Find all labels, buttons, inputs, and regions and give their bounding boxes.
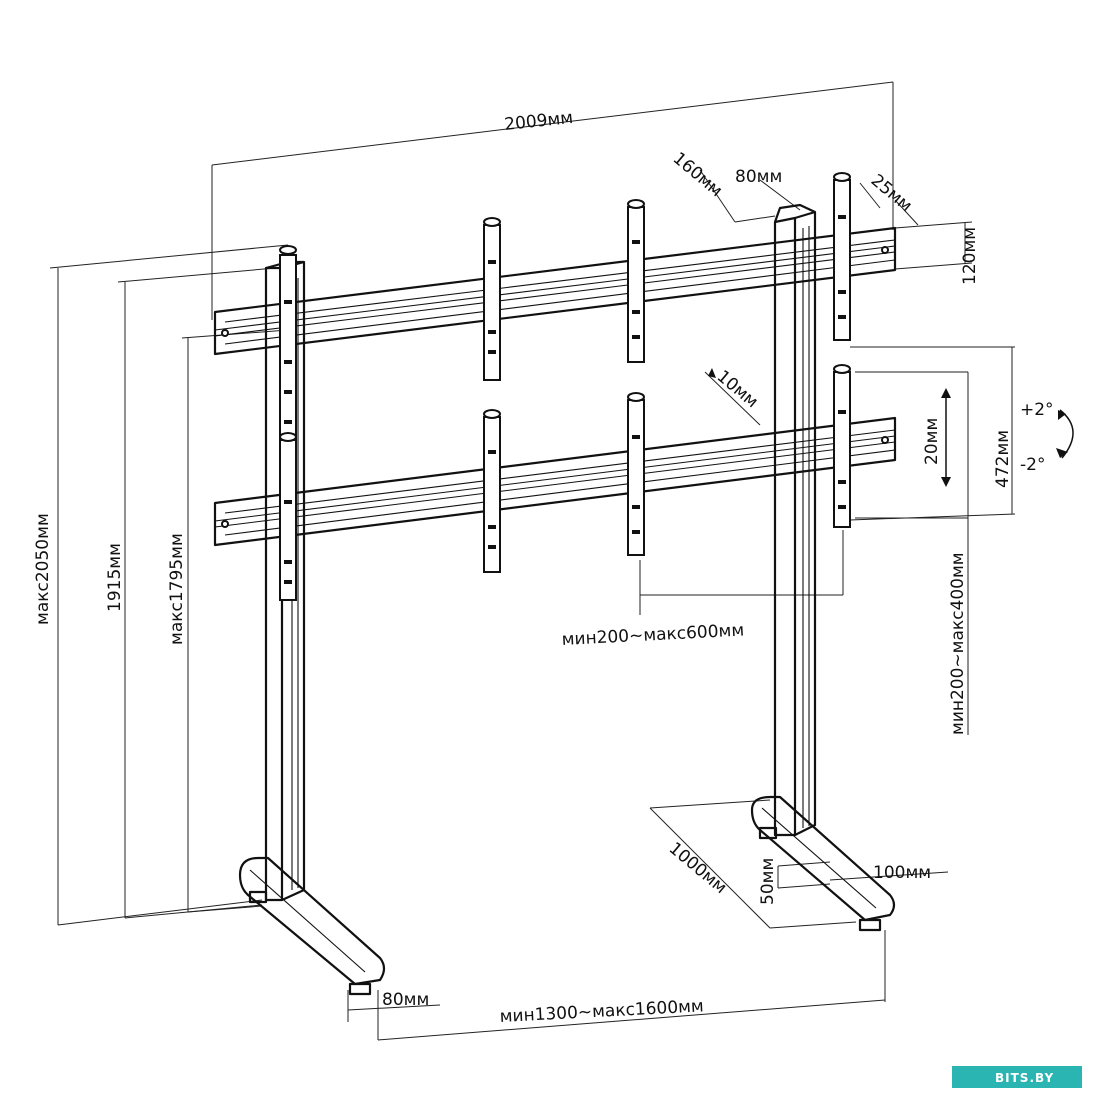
bracket-upper-3 xyxy=(627,199,645,363)
label-horizontal-spacing: мин200~макс600мм xyxy=(561,620,744,650)
label-max-height: макс2050мм xyxy=(33,513,53,625)
label-column-offset: 160мм xyxy=(669,149,726,202)
watermark-text: BITS.BY xyxy=(995,1071,1054,1085)
lower-beam xyxy=(213,416,897,547)
label-max-height-1795: макс1795мм xyxy=(167,533,187,645)
label-foot-height: 50мм xyxy=(758,858,778,905)
bracket-lower-4 xyxy=(833,364,851,528)
bracket-upper-2 xyxy=(483,217,501,381)
label-vertical-spacing: мин200~макс400мм xyxy=(948,552,968,735)
label-foot-width: 100мм xyxy=(873,863,931,883)
dimension-labels: 2009мм 160мм 80мм 25мм 120мм +2° -2° 472… xyxy=(33,108,1054,1027)
label-foot-length: 1000мм xyxy=(665,839,731,899)
bracket-lower-3 xyxy=(627,392,645,556)
label-tilt-plus: +2° xyxy=(1020,400,1054,420)
label-depth-offset: 10мм xyxy=(713,367,762,413)
bracket-lower-2 xyxy=(483,409,501,573)
label-plate-width: 80мм xyxy=(735,167,782,187)
label-bracket-length: 472мм xyxy=(993,430,1013,488)
upper-beam xyxy=(213,226,897,356)
tilt-indicator xyxy=(708,368,1074,487)
label-overall-width: 2009мм xyxy=(503,108,574,135)
bracket-upper-4 xyxy=(833,172,851,341)
label-beam-height: 120мм xyxy=(960,227,980,285)
label-height-1915: 1915мм xyxy=(105,543,125,612)
left-foot xyxy=(238,856,386,996)
watermark-badge: BITS.BY xyxy=(952,1066,1082,1088)
right-post xyxy=(773,203,817,837)
label-top-offset: 25мм xyxy=(867,171,916,217)
label-tilt-minus: -2° xyxy=(1020,455,1045,475)
right-foot xyxy=(750,795,896,932)
dimension-lines xyxy=(49,81,1016,1041)
label-foot-thickness: 80мм xyxy=(382,990,429,1010)
label-adjust-range: 20мм xyxy=(922,418,942,465)
bracket-upper-1 xyxy=(279,245,297,456)
bracket-lower-1 xyxy=(279,432,297,601)
